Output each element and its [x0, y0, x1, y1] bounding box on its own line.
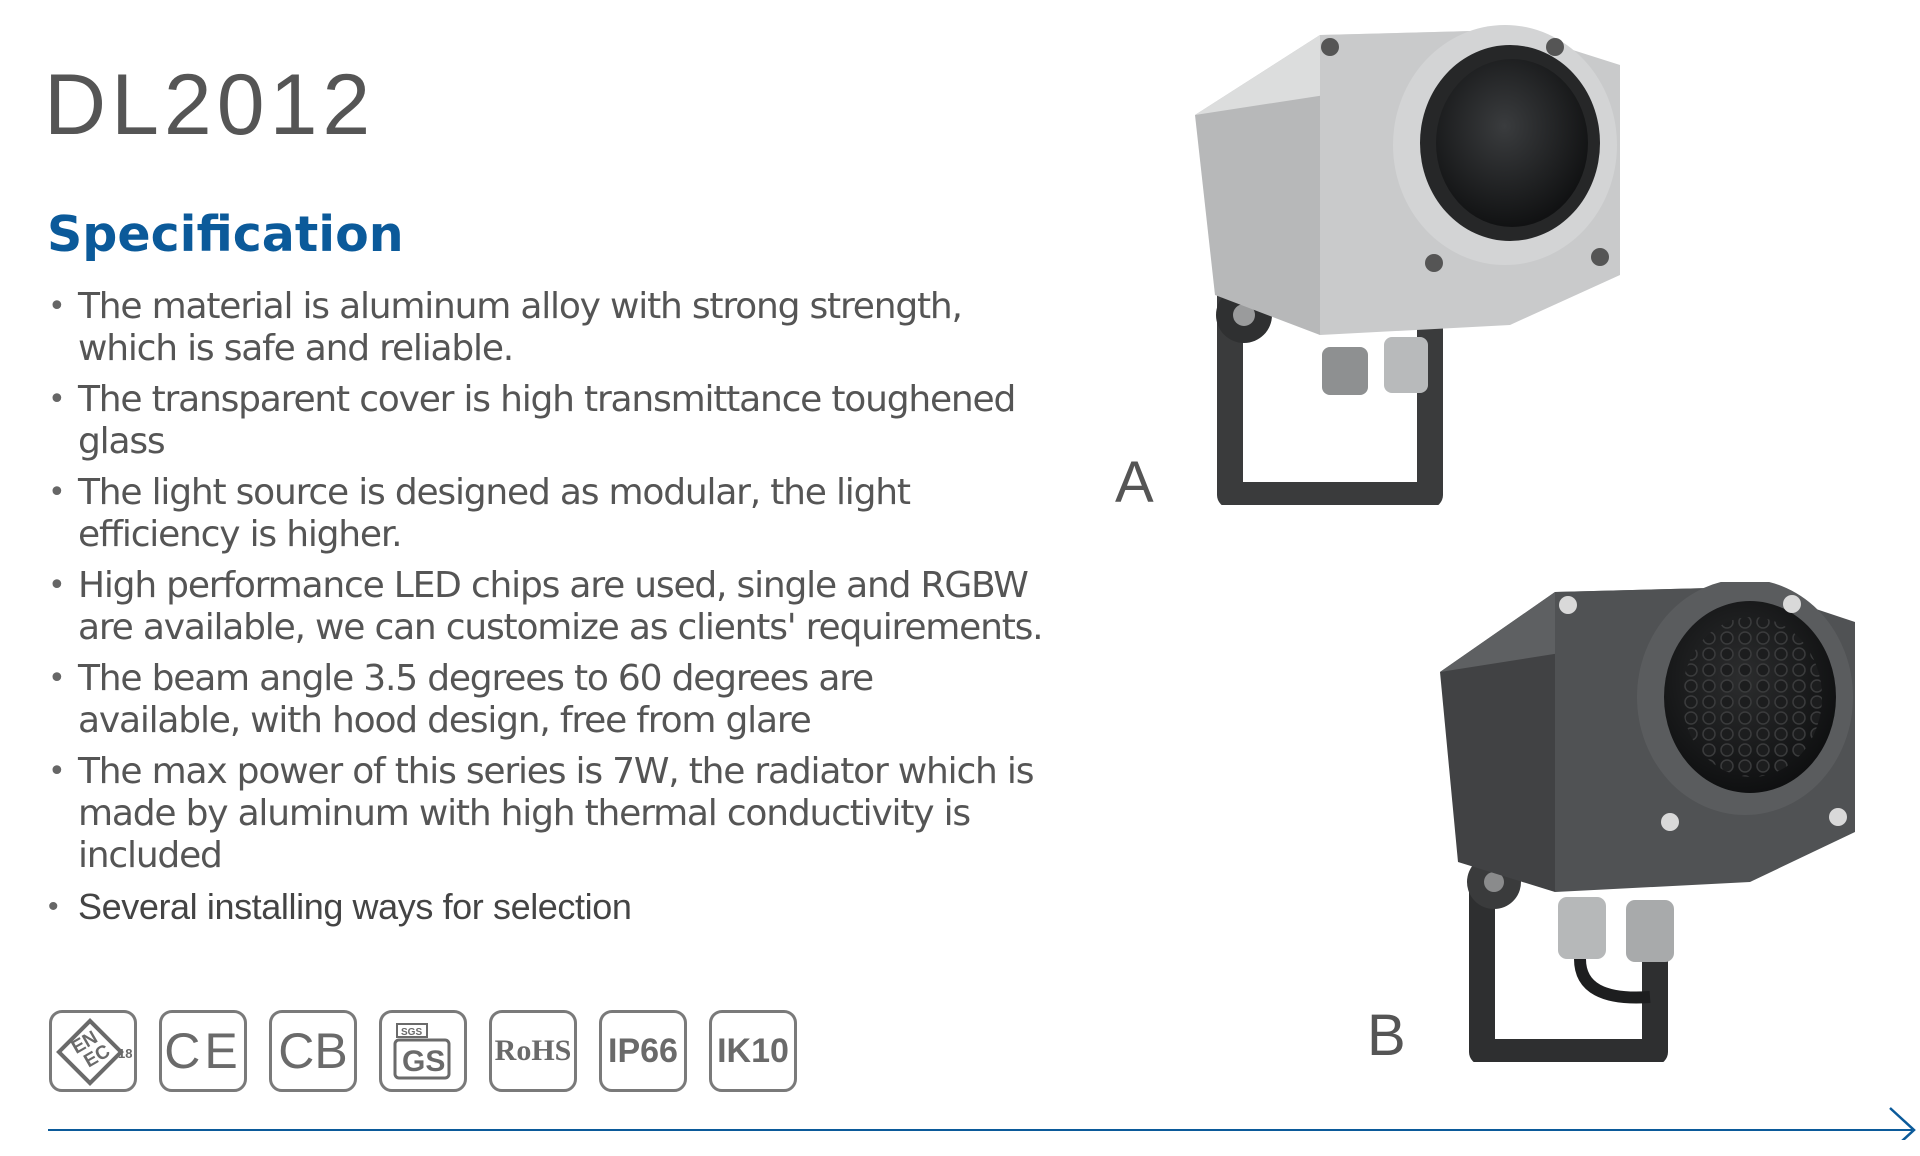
- bullet-icon: •: [48, 754, 66, 789]
- rohs-badge: RoHS: [489, 1010, 577, 1092]
- arrow-right-icon[interactable]: [48, 1100, 1920, 1140]
- feature-item: •The max power of this series is 7W, the…: [48, 751, 1034, 876]
- feature-item: •The transparent cover is high transmitt…: [48, 379, 1016, 462]
- model-number: DL2012: [44, 57, 376, 153]
- feature-item: •The beam angle 3.5 degrees to 60 degree…: [48, 658, 874, 741]
- enec-badge: EN EC 18: [49, 1010, 137, 1092]
- cb-badge: CB: [269, 1010, 357, 1092]
- specification-heading: Specification: [47, 206, 404, 263]
- sgs-gs-badge: SGS GS: [379, 1010, 467, 1092]
- feature-item: •Several installing ways for selection: [48, 886, 632, 927]
- feature-list: •The material is aluminum alloy with str…: [44, 286, 1044, 937]
- svg-text:18: 18: [118, 1046, 132, 1061]
- ik10-badge: IK10: [709, 1010, 797, 1092]
- bullet-icon: •: [48, 289, 66, 324]
- svg-text:SGS: SGS: [401, 1027, 422, 1038]
- ip66-badge: IP66: [599, 1010, 687, 1092]
- bullet-icon: •: [48, 661, 66, 696]
- feature-item: •The material is aluminum alloy with str…: [48, 286, 963, 369]
- svg-text:GS: GS: [402, 1045, 445, 1078]
- bullet-icon: •: [48, 382, 66, 417]
- variant-label-b: B: [1367, 1003, 1406, 1068]
- product-image-a: [1195, 25, 1620, 505]
- feature-item: •High performance LED chips are used, si…: [48, 565, 1044, 648]
- gs-mark-icon: SGS GS: [393, 1023, 451, 1080]
- feature-item: •The light source is designed as modular…: [48, 472, 911, 555]
- bullet-icon: •: [48, 475, 66, 510]
- certification-badges: EN EC 18 CE CB SGS GS RoHS IP66 IK10: [49, 1010, 797, 1092]
- bullet-icon: •: [48, 890, 59, 923]
- bullet-icon: •: [48, 568, 66, 603]
- enec-logo-icon: EN EC 18: [56, 1018, 132, 1086]
- ce-badge: CE: [159, 1010, 247, 1092]
- variant-label-a: A: [1115, 450, 1154, 515]
- product-image-b: [1440, 582, 1855, 1062]
